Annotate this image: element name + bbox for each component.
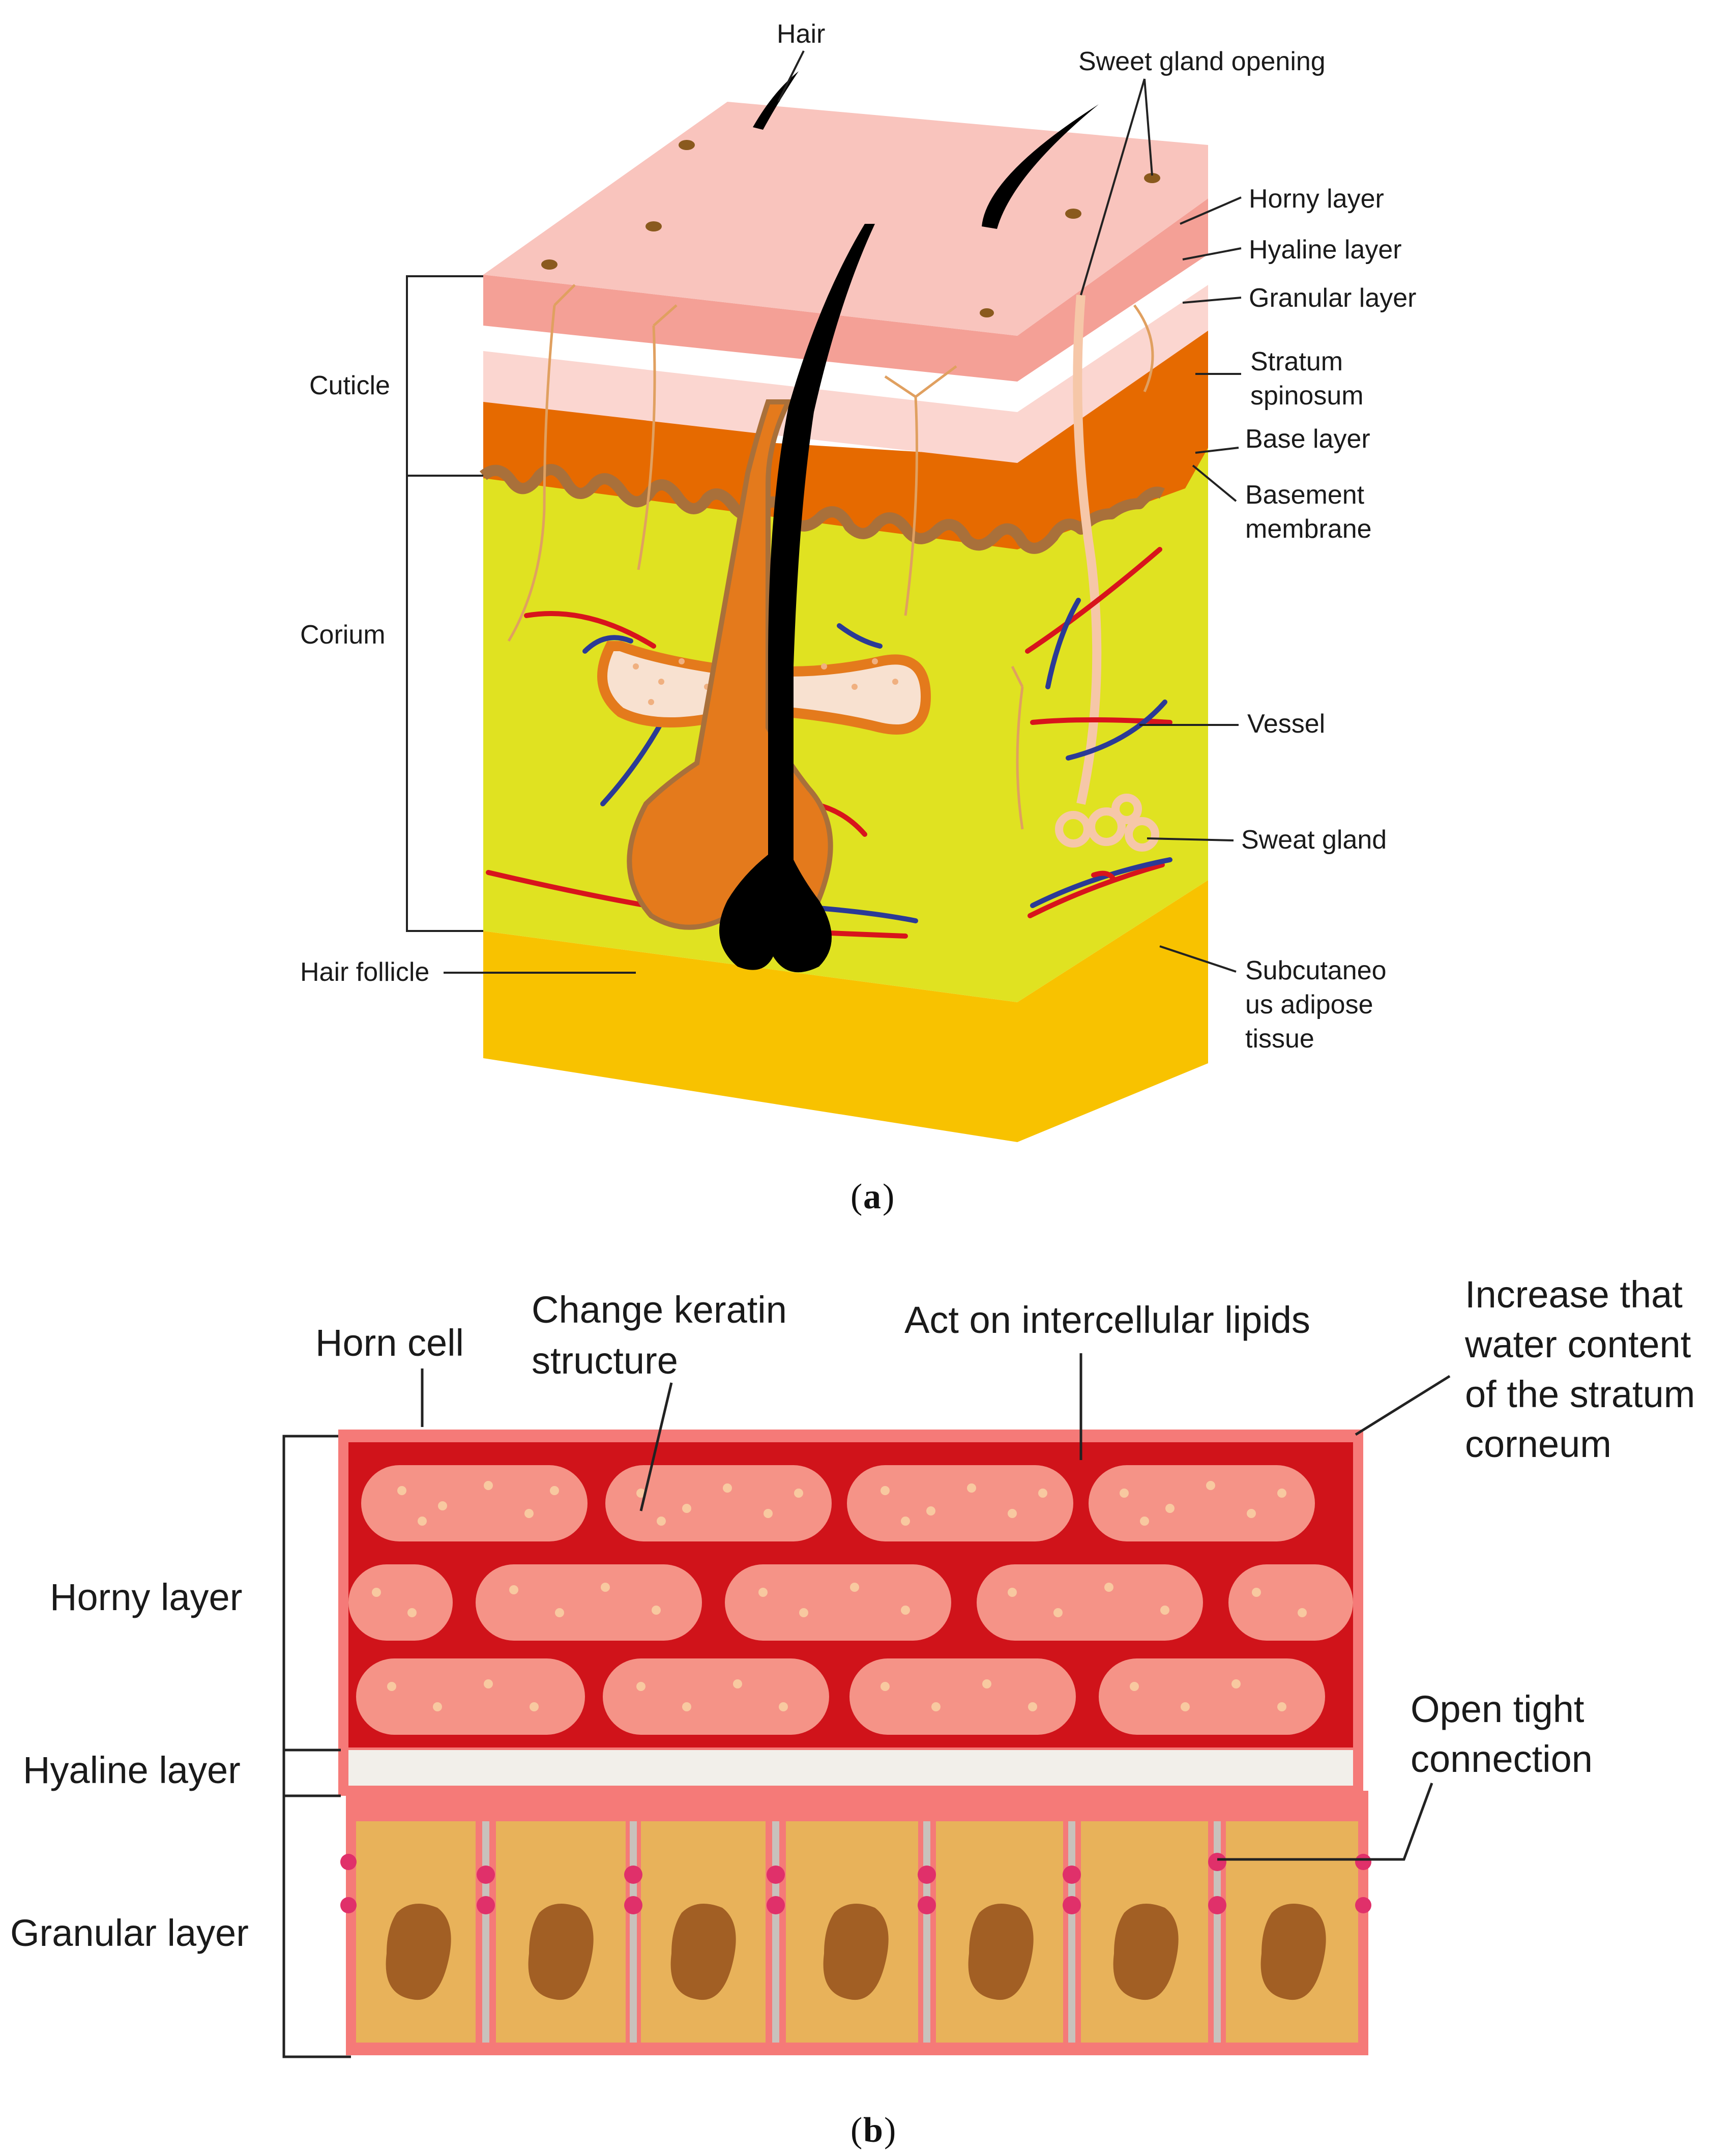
caption-a-open: ( (850, 1177, 862, 1216)
horn-cells-row-2 (348, 1564, 1353, 1641)
pore (1065, 209, 1081, 219)
label-hair-follicle: Hair follicle (300, 957, 429, 987)
label-stratum-spinosum-1: Stratum (1250, 347, 1343, 376)
basement-membrane-line (479, 464, 1165, 554)
label-horn-cell: Horn cell (315, 1322, 464, 1364)
label-base-layer: Base layer (1245, 424, 1370, 454)
label-sweat-gland: Sweat gland (1241, 825, 1387, 855)
pore (541, 259, 558, 270)
label-subcutaneous-2: us adipose (1245, 990, 1373, 1019)
label-increase-water-4: corneum (1465, 1423, 1611, 1465)
label-open-tight-2: connection (1411, 1738, 1593, 1780)
sebaceous-gland-dots (633, 658, 898, 705)
bracket-cuticle-corium (406, 275, 483, 932)
label-increase-water-1: Increase that (1465, 1273, 1683, 1316)
horn-cell-granules (372, 1481, 1307, 1711)
label-act-lipids: Act on intercellular lipids (904, 1299, 1310, 1341)
hyaline-layer-band (348, 1750, 1353, 1786)
label-basement-membrane-2: membrane (1245, 514, 1372, 544)
label-hair: Hair (777, 19, 825, 49)
caption-b-open: ( (850, 2111, 862, 2150)
granular-layer-region (483, 285, 1208, 463)
caption-a-close: ) (883, 1177, 894, 1216)
label-subcutaneous-1: Subcutaneo (1245, 956, 1387, 985)
stratum-spinosum-region (483, 321, 1208, 549)
tight-junctions (340, 1853, 1371, 1914)
pore (646, 221, 662, 231)
label-hyaline-layer-a: Hyaline layer (1249, 235, 1402, 265)
label-granular-layer-a: Granular layer (1249, 283, 1416, 313)
label-change-keratin-1: Change keratin (532, 1289, 787, 1331)
label-horny-layer-a: Horny layer (1249, 184, 1384, 214)
label-subcutaneous-3: tissue (1245, 1024, 1314, 1054)
panel-b-labels: Horn cell Change keratin structure Act o… (10, 1273, 1695, 2150)
label-horny-layer-b: Horny layer (50, 1576, 242, 1618)
label-corium: Corium (300, 620, 386, 650)
label-granular-layer-b: Granular layer (10, 1912, 249, 1954)
label-increase-water-2: water content (1464, 1323, 1691, 1365)
bracket-layers-b (282, 1435, 351, 2058)
label-sweet-gland-opening: Sweet gland opening (1078, 47, 1326, 76)
horn-cells-row-3 (356, 1658, 1325, 1735)
horny-layer-side (483, 198, 1208, 382)
nerve-fibers (507, 284, 1154, 830)
label-vessel: Vessel (1247, 709, 1325, 739)
caption-a: a (863, 1177, 881, 1216)
label-cuticle: Cuticle (309, 371, 390, 400)
label-open-tight-1: Open tight (1411, 1688, 1585, 1730)
sweat-gland-duct (1073, 295, 1102, 805)
nuclei (386, 1904, 1326, 2000)
subcutaneous-adipose-region (483, 880, 1208, 1142)
panel-a-illustration (479, 71, 1208, 1142)
pore (980, 308, 994, 317)
hair-strand-right (982, 104, 1099, 229)
label-hyaline-layer-b: Hyaline layer (23, 1749, 241, 1791)
hair-shaft (719, 224, 875, 973)
panel-a-labels: Hair Sweet gland opening Horny layer Hya… (300, 19, 1416, 1216)
label-increase-water-3: of the stratum (1465, 1373, 1695, 1415)
pore (679, 140, 695, 150)
leader-open-tight (1217, 1783, 1433, 1861)
label-change-keratin-2: structure (532, 1339, 678, 1382)
caption-b: b (863, 2111, 883, 2150)
sweat-gland-coil (1055, 794, 1159, 852)
caption-b-close: ) (884, 2111, 896, 2150)
label-stratum-spinosum-2: spinosum (1250, 381, 1364, 411)
pore (1144, 173, 1160, 183)
hyaline-layer-region (483, 265, 1208, 404)
panel-b-illustration (338, 1430, 1371, 2055)
label-basement-membrane-1: Basement (1245, 480, 1365, 510)
